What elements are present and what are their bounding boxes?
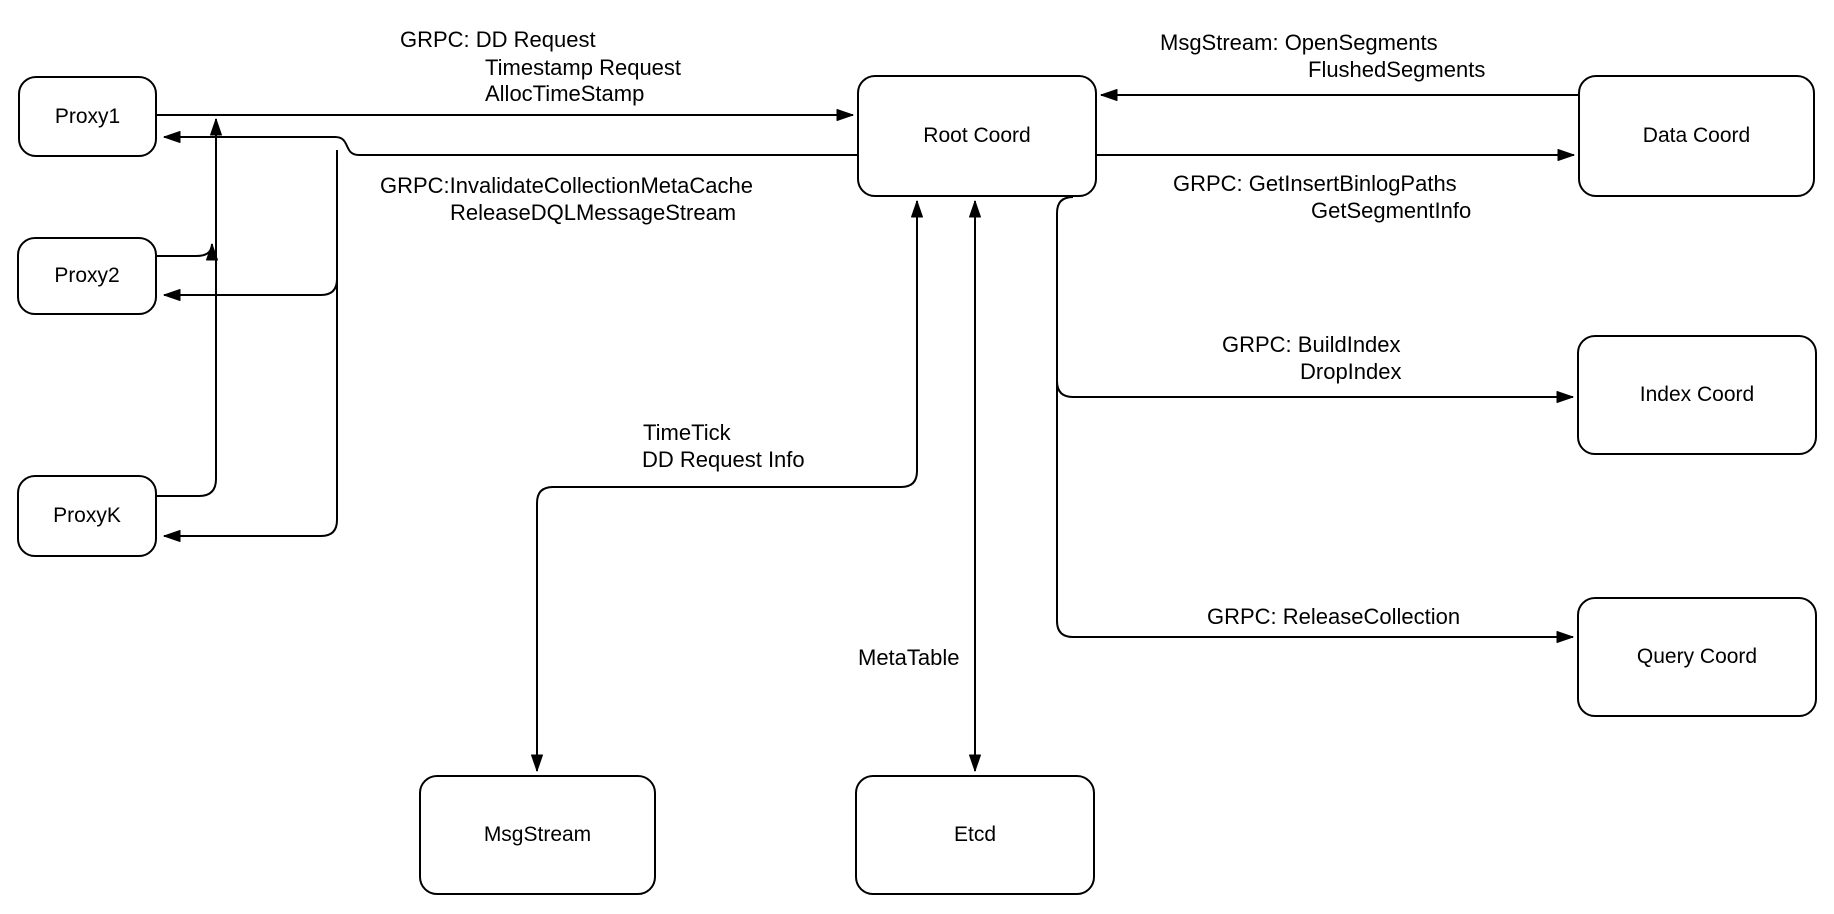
edge-rootcoord-msgstream: [531, 200, 923, 772]
node-query-coord: Query Coord: [1577, 597, 1817, 717]
edge-label-root-to-index-line2: DropIndex: [1300, 359, 1402, 384]
edge-label-root-to-data-line1: GRPC: GetInsertBinlogPaths: [1173, 171, 1457, 196]
node-index-coord: Index Coord: [1577, 335, 1817, 455]
edge-label-root-to-data-line2: GetSegmentInfo: [1311, 198, 1472, 223]
node-root-coord: Root Coord: [857, 75, 1097, 197]
node-etcd: Etcd: [855, 775, 1095, 895]
edge-proxyk-to-trunk: [157, 118, 222, 497]
edge-label-root-to-msgstream-line1: TimeTick: [643, 420, 731, 445]
edge-label-proxy-to-root-line1: GRPC: DD Request: [400, 27, 596, 52]
edge-proxy2-to-trunk: [157, 243, 218, 261]
edge-label-data-to-root-line2: FlushedSegments: [1308, 57, 1486, 82]
node-msgstream: MsgStream: [419, 775, 656, 895]
edge-rootcoord-to-querycoord: [1056, 196, 1574, 643]
edge-label-proxy-to-root-line2: Timestamp Request: [485, 55, 682, 80]
edge-rootcoord-to-proxy1: [163, 131, 857, 156]
edge-label-root-to-proxy-line1: GRPC:InvalidateCollectionMetaCache: [380, 173, 753, 198]
edge-label-root-to-msgstream-line2: DD Request Info: [642, 447, 805, 472]
node-proxyk: ProxyK: [17, 475, 157, 557]
edge-label-root-to-proxy-line2: ReleaseDQLMessageStream: [450, 200, 737, 225]
edge-rootcoord-to-indexcoord: [1056, 380, 1574, 403]
edge-label-data-to-root-line1: MsgStream: OpenSegments: [1160, 30, 1438, 55]
edge-label-root-to-index-line1: GRPC: BuildIndex: [1222, 332, 1401, 357]
edge-label-root-to-etcd-line1: MetaTable: [858, 645, 960, 670]
edge-label-proxy-to-root-line3: AllocTimeStamp: [485, 81, 645, 106]
node-proxy2: Proxy2: [17, 237, 157, 315]
edge-rootcoord-to-proxy2: [163, 150, 338, 301]
edge-rootcoord-to-proxyk: [163, 150, 338, 542]
edge-label-root-to-query-line1: GRPC: ReleaseCollection: [1207, 604, 1461, 629]
node-proxy1: Proxy1: [18, 76, 157, 157]
node-data-coord: Data Coord: [1578, 75, 1815, 197]
